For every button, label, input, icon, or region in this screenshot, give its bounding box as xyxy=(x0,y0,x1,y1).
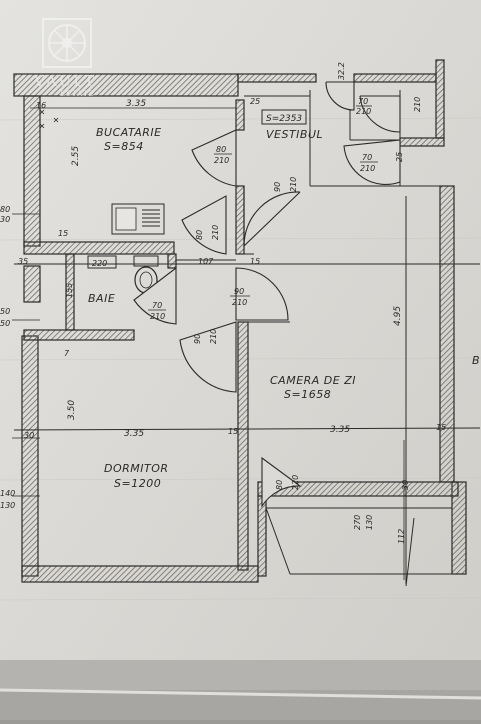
dim-left-140: 140 xyxy=(0,489,15,498)
room-bath-name: BAIE xyxy=(88,292,115,305)
door-swing-entry xyxy=(325,81,355,111)
door-swing-kitchen xyxy=(191,129,237,187)
room-bedroom-area: S=1200 xyxy=(114,477,161,490)
dim-left-130: 130 xyxy=(0,501,15,510)
room-kitchen-area: S=854 xyxy=(104,140,144,153)
dim-balc-270: 270 xyxy=(353,515,362,530)
dim-wall-15b: 15 xyxy=(436,423,446,432)
dim-top-width: 3.35 xyxy=(126,99,146,109)
room-hall-area: S=2353 xyxy=(266,114,302,124)
dim-balc-112: 112 xyxy=(397,529,406,544)
dim-left-30b: 30 xyxy=(24,431,34,440)
door-label-h: 210 xyxy=(356,107,371,116)
door-label-h: 210 xyxy=(211,225,220,240)
dim-top-322: 32.2 xyxy=(337,62,346,80)
door-swing-bath-a xyxy=(181,195,227,255)
hall-area-box xyxy=(261,109,307,125)
door-label-w: 70 xyxy=(358,97,368,106)
labels: BUCATARIE S=854 S=2353 VESTIBUL BAIE CAM… xyxy=(0,62,480,544)
dim-right-b: B xyxy=(472,354,480,367)
dim-balc-130: 130 xyxy=(365,515,374,530)
stove-icon xyxy=(142,209,160,227)
door-label-h: 210 xyxy=(232,298,247,307)
door-label-w: 70 xyxy=(362,153,372,162)
doors xyxy=(133,81,401,508)
interior-lines xyxy=(13,90,481,584)
dim-left-80: 80 xyxy=(0,205,10,214)
room-hall-name: VESTIBUL xyxy=(266,128,323,141)
sink-icon xyxy=(111,203,165,235)
door-swing-bedroom xyxy=(179,321,237,393)
dim-seven: 7 xyxy=(64,349,70,358)
dim-right-210: 210 xyxy=(413,97,422,112)
kitchen-crosses xyxy=(39,109,59,129)
dim-wall-25: 25 xyxy=(250,97,260,106)
door-label-w: 70 xyxy=(152,301,162,310)
dim-kitchen-height: 2.55 xyxy=(71,146,81,166)
door-swing-closet-a xyxy=(359,95,401,133)
dim-bath-155: 155 xyxy=(65,283,74,298)
dim-bath-220: 220 xyxy=(92,259,107,268)
dim-bedroom-height: 3.50 xyxy=(67,400,77,420)
door-swing-balcony xyxy=(261,456,302,508)
dim-left-30a: 30 xyxy=(0,215,10,224)
dim-wall-15c: 15 xyxy=(58,229,68,238)
dim-sixteen: 16 xyxy=(36,101,46,110)
balcony-lines xyxy=(265,507,415,587)
dim-right-25: 25 xyxy=(395,152,404,162)
room-kitchen-name: BUCATARIE xyxy=(96,126,162,139)
washbasin-icon xyxy=(87,255,117,269)
sink-bowl xyxy=(115,207,137,231)
logo-name: VAULT xyxy=(33,72,96,90)
door-label-h: 220 xyxy=(291,475,300,490)
door-label-h: 210 xyxy=(214,156,229,165)
logo-frame xyxy=(42,18,92,68)
dim-living-height: 4.95 xyxy=(393,306,403,326)
door-label-w: 90 xyxy=(193,334,202,344)
dim-mid-right: 3.35 xyxy=(330,425,350,435)
door-swing-living xyxy=(235,267,289,321)
dim-hall-107: 107 xyxy=(198,257,214,266)
door-label-w: 90 xyxy=(234,287,244,296)
door-label-h: 210 xyxy=(360,164,375,173)
dim-balc-30: 30 xyxy=(401,480,410,490)
room-bedroom-name: DORMITOR xyxy=(104,462,169,475)
dim-left-50b: 50 xyxy=(0,319,10,328)
dim-left-35: 35 xyxy=(18,257,28,266)
door-label-h: 210 xyxy=(209,329,218,344)
dimension-lines xyxy=(12,107,405,580)
dim-wall-15a: 15 xyxy=(228,427,238,436)
door-label-w: 80 xyxy=(195,230,204,240)
room-living-name: CAMERA DE ZI xyxy=(270,374,356,387)
toilet-tank-icon xyxy=(133,255,159,267)
door-label-h: 210 xyxy=(289,177,298,192)
door-labels: 80 210 90 210 80 210 70 210 90 210 90 21… xyxy=(148,97,378,490)
walls xyxy=(13,59,467,583)
kitchen-fixtures xyxy=(39,109,165,235)
dim-left-50a: 50 xyxy=(0,307,10,316)
room-living-area: S=1658 xyxy=(284,388,331,401)
door-label-w: 80 xyxy=(275,480,284,490)
vault-logo: VAULT ESTATE xyxy=(33,18,96,98)
logo-sub: ESTATE xyxy=(60,90,95,98)
dim-mid-left: 3.35 xyxy=(124,429,144,439)
door-label-w: 90 xyxy=(273,182,282,192)
door-label-h: 210 xyxy=(150,312,165,321)
paper-fold xyxy=(0,688,481,700)
dim-wall-15d: 15 xyxy=(250,257,260,266)
door-label-w: 80 xyxy=(216,145,226,154)
